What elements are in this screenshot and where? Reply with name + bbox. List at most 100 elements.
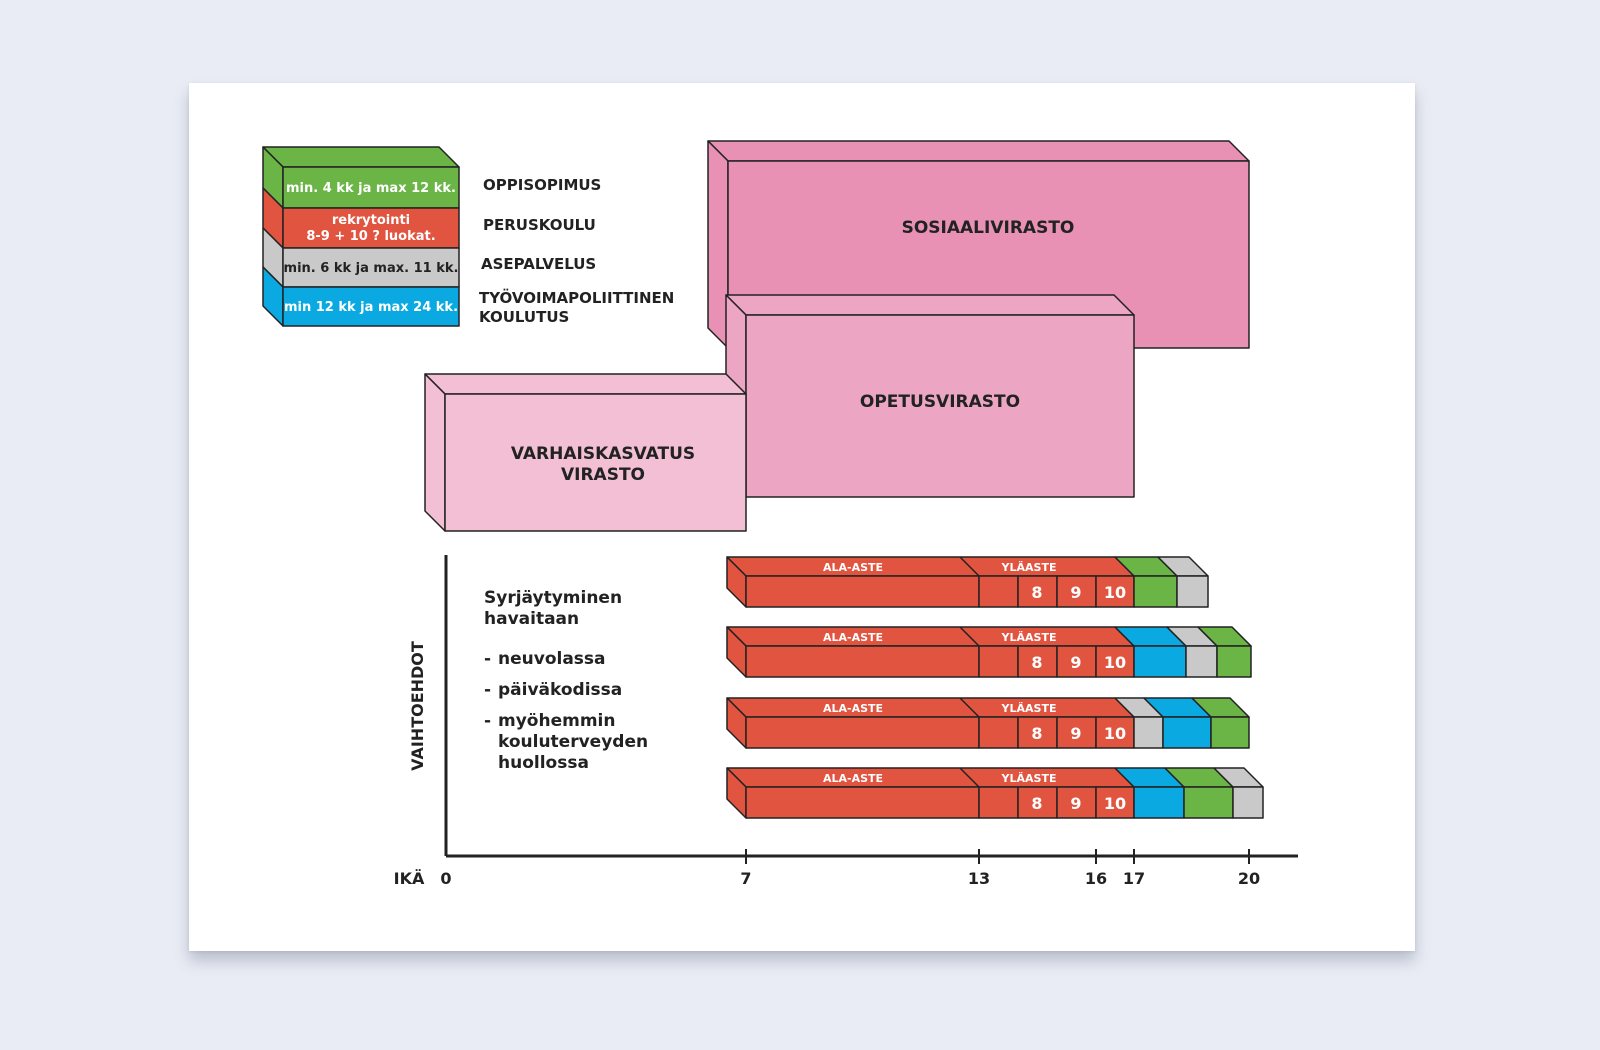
legend-label-asepalvelus: ASEPALVELUS <box>481 255 596 273</box>
bar1-label-alaaste: ALA-ASTE <box>823 561 883 574</box>
bar3-label-10: 10 <box>1104 724 1126 743</box>
x-axis-label: IKÄ <box>394 869 425 888</box>
bar3-grade-10 <box>1095 716 1135 749</box>
option-bar-3 <box>726 697 1250 749</box>
bar4-label-alaaste: ALA-ASTE <box>823 772 883 785</box>
sosiaali-top-face <box>707 140 1250 162</box>
bar1-label-9: 9 <box>1070 583 1081 602</box>
bar4-blue <box>1133 786 1185 819</box>
notes-item-myohemmin-2: kouluterveyden <box>498 732 648 752</box>
bar3-grade-8 <box>1017 716 1058 749</box>
bar2-grade-9 <box>1056 645 1097 678</box>
notes-item-myohemmin-3: huollossa <box>498 753 589 773</box>
x-tick-label-7: 7 <box>740 869 751 888</box>
option-bar-1 <box>726 556 1209 608</box>
bar2-grade-8 <box>1017 645 1058 678</box>
bar1-label-ylaaste: YLÄASTE <box>1001 560 1057 574</box>
bar2-alaaste <box>745 645 980 678</box>
legend-gray-text: min. 6 kk ja max. 11 kk. <box>284 261 459 276</box>
varhaiskasvatus-label-1: VARHAISKASVATUS <box>511 444 695 464</box>
bar1-grade-8 <box>1017 575 1058 608</box>
legend <box>262 146 460 327</box>
bar2-label-10: 10 <box>1104 653 1126 672</box>
legend-label-peruskoulu: PERUSKOULU <box>483 216 596 234</box>
diagram: min. 4 kk ja max 12 kk. rekrytointi 8-9 … <box>262 140 1298 888</box>
bar4-yla-7 <box>978 786 1019 819</box>
bar4-label-8: 8 <box>1031 794 1042 813</box>
bar2-green <box>1216 645 1252 678</box>
bar2-label-ylaaste: YLÄASTE <box>1001 630 1057 644</box>
axes <box>444 555 1298 864</box>
bar2-label-8: 8 <box>1031 653 1042 672</box>
bar4-green <box>1183 786 1234 819</box>
option-bar-4 <box>726 767 1264 819</box>
sosiaali-side-face <box>707 140 729 349</box>
varhais-top-face <box>424 373 747 395</box>
notes-heading-1: Syrjäytyminen <box>484 588 622 608</box>
bar4-gray <box>1232 786 1264 819</box>
legend-front-green <box>282 166 460 209</box>
notes-dash-2: - <box>484 680 491 700</box>
notes-dash-1: - <box>484 649 491 669</box>
varhais-front-face <box>444 393 747 532</box>
bar2-top-divider <box>959 626 980 647</box>
bar2-yla-7 <box>978 645 1019 678</box>
bar3-blue <box>1162 716 1212 749</box>
notes-heading-2: havaitaan <box>484 609 579 629</box>
notes-item-myohemmin-1: myöhemmin <box>498 711 615 731</box>
legend-label-tyovoima-1: TYÖVOIMAPOLIITTINEN <box>479 288 674 307</box>
x-tick-label-20: 20 <box>1238 869 1260 888</box>
bar4-top-divider <box>959 767 980 788</box>
bar1-top-red <box>726 556 1135 577</box>
block-varhaiskasvatus <box>424 373 747 532</box>
legend-green-text: min. 4 kk ja max 12 kk. <box>286 181 456 196</box>
opetusvirasto-label: OPETUSVIRASTO <box>860 392 1020 412</box>
varhaiskasvatus-label-2: VIRASTO <box>561 465 645 485</box>
bar3-top-divider <box>959 697 980 718</box>
x-tick-label-16: 16 <box>1085 869 1107 888</box>
legend-front-red <box>282 207 460 249</box>
bar2-label-alaaste: ALA-ASTE <box>823 631 883 644</box>
bar2-gray <box>1185 645 1218 678</box>
bar4-label-10: 10 <box>1104 794 1126 813</box>
x-tick-label-17: 17 <box>1123 869 1145 888</box>
varhais-side-face <box>424 373 446 532</box>
bar1-grade-9 <box>1056 575 1097 608</box>
bar2-label-9: 9 <box>1070 653 1081 672</box>
bar1-green <box>1133 575 1178 608</box>
legend-red-text-1: rekrytointi <box>332 213 410 228</box>
bar1-yla-7 <box>978 575 1019 608</box>
bar4-alaaste <box>745 786 980 819</box>
legend-blue-text: min 12 kk ja max 24 kk. <box>284 300 458 315</box>
bar3-yla-7 <box>978 716 1019 749</box>
bar1-alaaste <box>745 575 980 608</box>
bar1-top-divider <box>959 556 980 577</box>
bar3-top-red <box>726 697 1135 718</box>
bar3-green <box>1210 716 1250 749</box>
legend-front-blue <box>282 286 460 327</box>
bar2-top-red <box>726 626 1135 647</box>
legend-label-tyovoima-2: KOULUTUS <box>479 308 569 326</box>
bar4-top-red <box>726 767 1135 788</box>
bar1-label-10: 10 <box>1104 583 1126 602</box>
bar3-label-ylaaste: YLÄASTE <box>1001 701 1057 715</box>
diagram-card: min. 4 kk ja max 12 kk. rekrytointi 8-9 … <box>189 83 1415 951</box>
notes-item-paivakodissa: päiväkodissa <box>498 680 622 700</box>
x-tick-label-13: 13 <box>968 869 990 888</box>
bar1-grade-10 <box>1095 575 1135 608</box>
bar2-blue <box>1133 645 1187 678</box>
x-tick-label-0: 0 <box>440 869 451 888</box>
bar1-gray <box>1176 575 1209 608</box>
opetus-top-face <box>725 294 1135 316</box>
bar3-gray <box>1133 716 1164 749</box>
legend-red-text-2: 8-9 + 10 ? luokat. <box>306 229 435 244</box>
bar1-label-8: 8 <box>1031 583 1042 602</box>
bar3-label-9: 9 <box>1070 724 1081 743</box>
sosiaalivirasto-label: SOSIAALIVIRASTO <box>902 218 1075 238</box>
y-axis-label: VAIHTOEHDOT <box>408 641 427 771</box>
bar3-label-alaaste: ALA-ASTE <box>823 702 883 715</box>
notes-item-neuvolassa: neuvolassa <box>498 649 606 669</box>
bar3-label-8: 8 <box>1031 724 1042 743</box>
notes-dash-3: - <box>484 711 491 731</box>
opetus-front-face <box>745 314 1135 498</box>
